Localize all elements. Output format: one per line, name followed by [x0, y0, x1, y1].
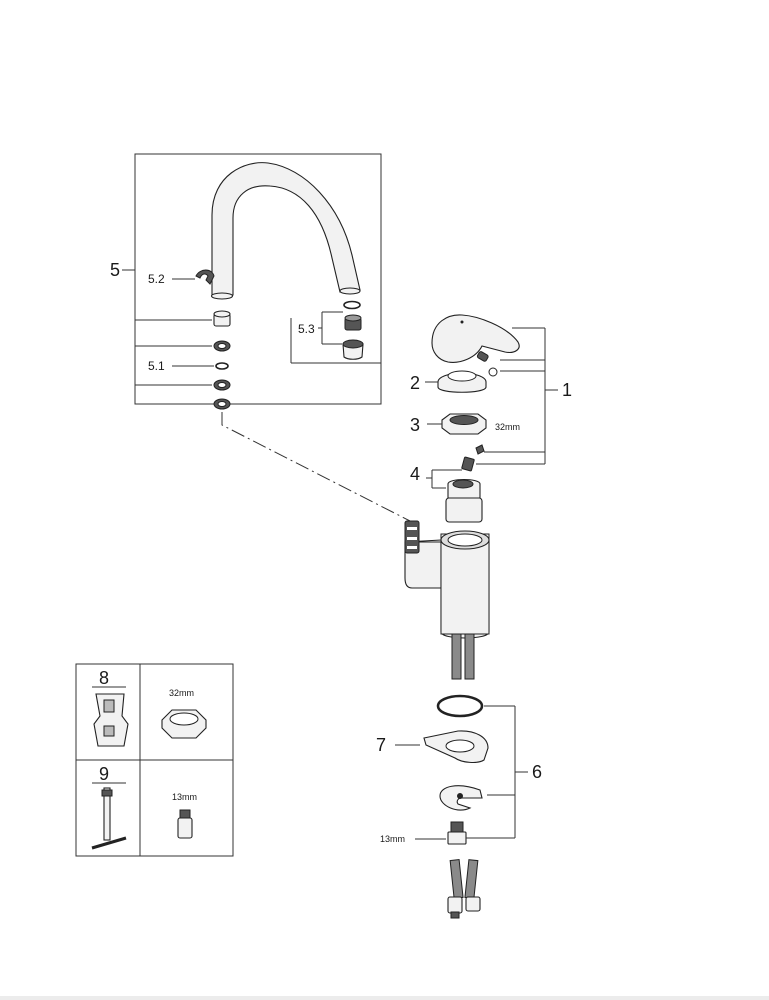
lever-handle [431, 314, 520, 377]
nut-part-3 [441, 413, 487, 435]
label-5: 5 [110, 260, 120, 280]
label-5-2: 5.2 [148, 272, 165, 286]
tool-9-nipple-icon [177, 809, 193, 839]
mounting-bracket-part-7 [423, 730, 489, 763]
label-tool-9: 9 [99, 764, 109, 784]
spout-frame [134, 153, 382, 405]
tools-table: 8 32mm 9 13mm [75, 663, 234, 857]
label-5-1: 5.1 [148, 359, 165, 373]
tool-8-nut-icon [161, 709, 207, 739]
footer-strip [0, 996, 769, 1000]
tool-9-key [91, 787, 127, 850]
o-ring-part-6 [436, 694, 484, 718]
hose-left [451, 633, 462, 680]
dim-32mm-nut: 32mm [495, 422, 520, 432]
dim-tool-9-13mm: 13mm [172, 792, 197, 802]
spout-detail-box: 5.2 5.1 [134, 153, 382, 410]
mixer-body [404, 520, 490, 639]
threaded-nipple [447, 821, 467, 845]
label-2: 2 [410, 373, 420, 393]
label-4: 4 [410, 464, 420, 484]
cap-part-2 [437, 370, 487, 393]
clip-part-5-2 [195, 269, 215, 285]
dim-tool-8-32mm: 32mm [169, 688, 194, 698]
label-tool-8: 8 [99, 668, 109, 688]
label-7: 7 [376, 735, 386, 755]
dim-13mm-nipple: 13mm [380, 834, 405, 844]
spout-tube [210, 162, 361, 300]
label-3: 3 [410, 415, 420, 435]
aerator-part-5-3 [342, 300, 364, 360]
spout-ring-stack [213, 310, 231, 410]
spout-connection-line [221, 412, 413, 523]
hose-right [464, 633, 475, 680]
label-6: 6 [532, 762, 542, 782]
supply-hoses [447, 859, 481, 919]
label-5-3: 5.3 [298, 322, 315, 336]
label-1: 1 [562, 380, 572, 400]
cartridge-part-4 [445, 444, 485, 523]
tool-8-wrench [93, 693, 129, 747]
horseshoe-washer [439, 785, 483, 811]
